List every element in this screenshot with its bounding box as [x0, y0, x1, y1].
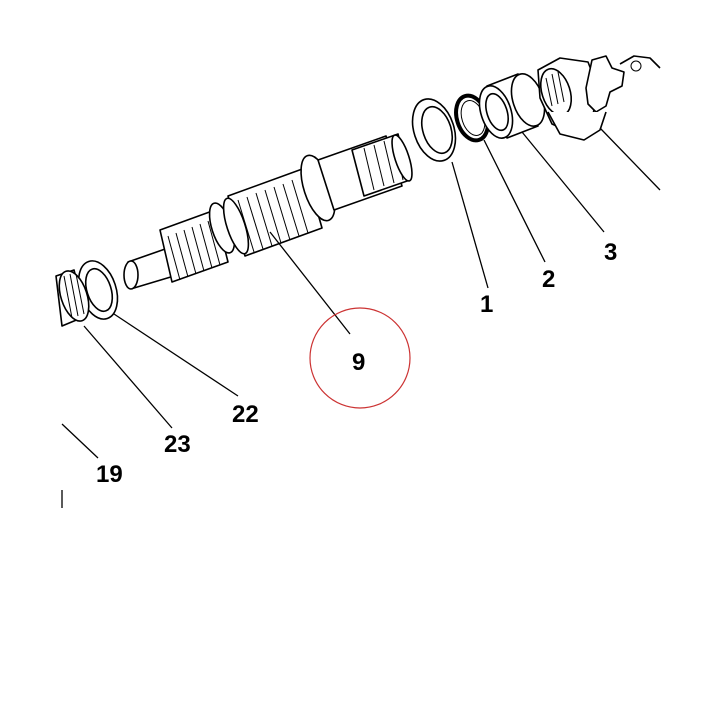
washer-inner [420, 105, 454, 155]
thrust-washer [411, 98, 457, 162]
sprocket-bore-splines [545, 71, 565, 107]
shaft-assembly [123, 133, 413, 290]
callout-19: 19 [96, 461, 123, 488]
leader-1 [451, 161, 489, 289]
bearing-inner-race [485, 92, 509, 132]
leader-sprocket [599, 127, 661, 191]
leader-9 [269, 231, 351, 335]
bearing [478, 73, 546, 139]
sprocket-teeth [585, 55, 625, 113]
shaft-right-face [391, 134, 413, 182]
leader-2 [483, 139, 546, 263]
needle-bearing [55, 269, 90, 327]
callout-1: 1 [480, 291, 493, 318]
shaft-gear-face [222, 197, 250, 255]
sprocket-gear [537, 55, 661, 141]
callout-23: 23 [164, 431, 191, 458]
callout-3: 3 [604, 239, 617, 266]
leader-lines [61, 127, 661, 459]
sprocket-lower-teeth [547, 111, 607, 141]
callout-9: 9 [352, 349, 365, 376]
needle-rollers [63, 273, 85, 319]
spline-teeth-center [237, 179, 309, 253]
leader-3 [521, 131, 605, 233]
adjacent-part-hole [630, 60, 642, 72]
adjacent-part-edge [619, 55, 661, 69]
leader-19 [61, 423, 99, 459]
left-washer [77, 260, 119, 320]
callout-2: 2 [542, 266, 555, 293]
shaft-end-face [123, 260, 139, 290]
leader-23 [83, 325, 173, 429]
callout-22: 22 [232, 401, 259, 428]
leader-22 [113, 313, 239, 397]
highlight-circle [309, 307, 411, 409]
spline-teeth-left [167, 220, 221, 281]
